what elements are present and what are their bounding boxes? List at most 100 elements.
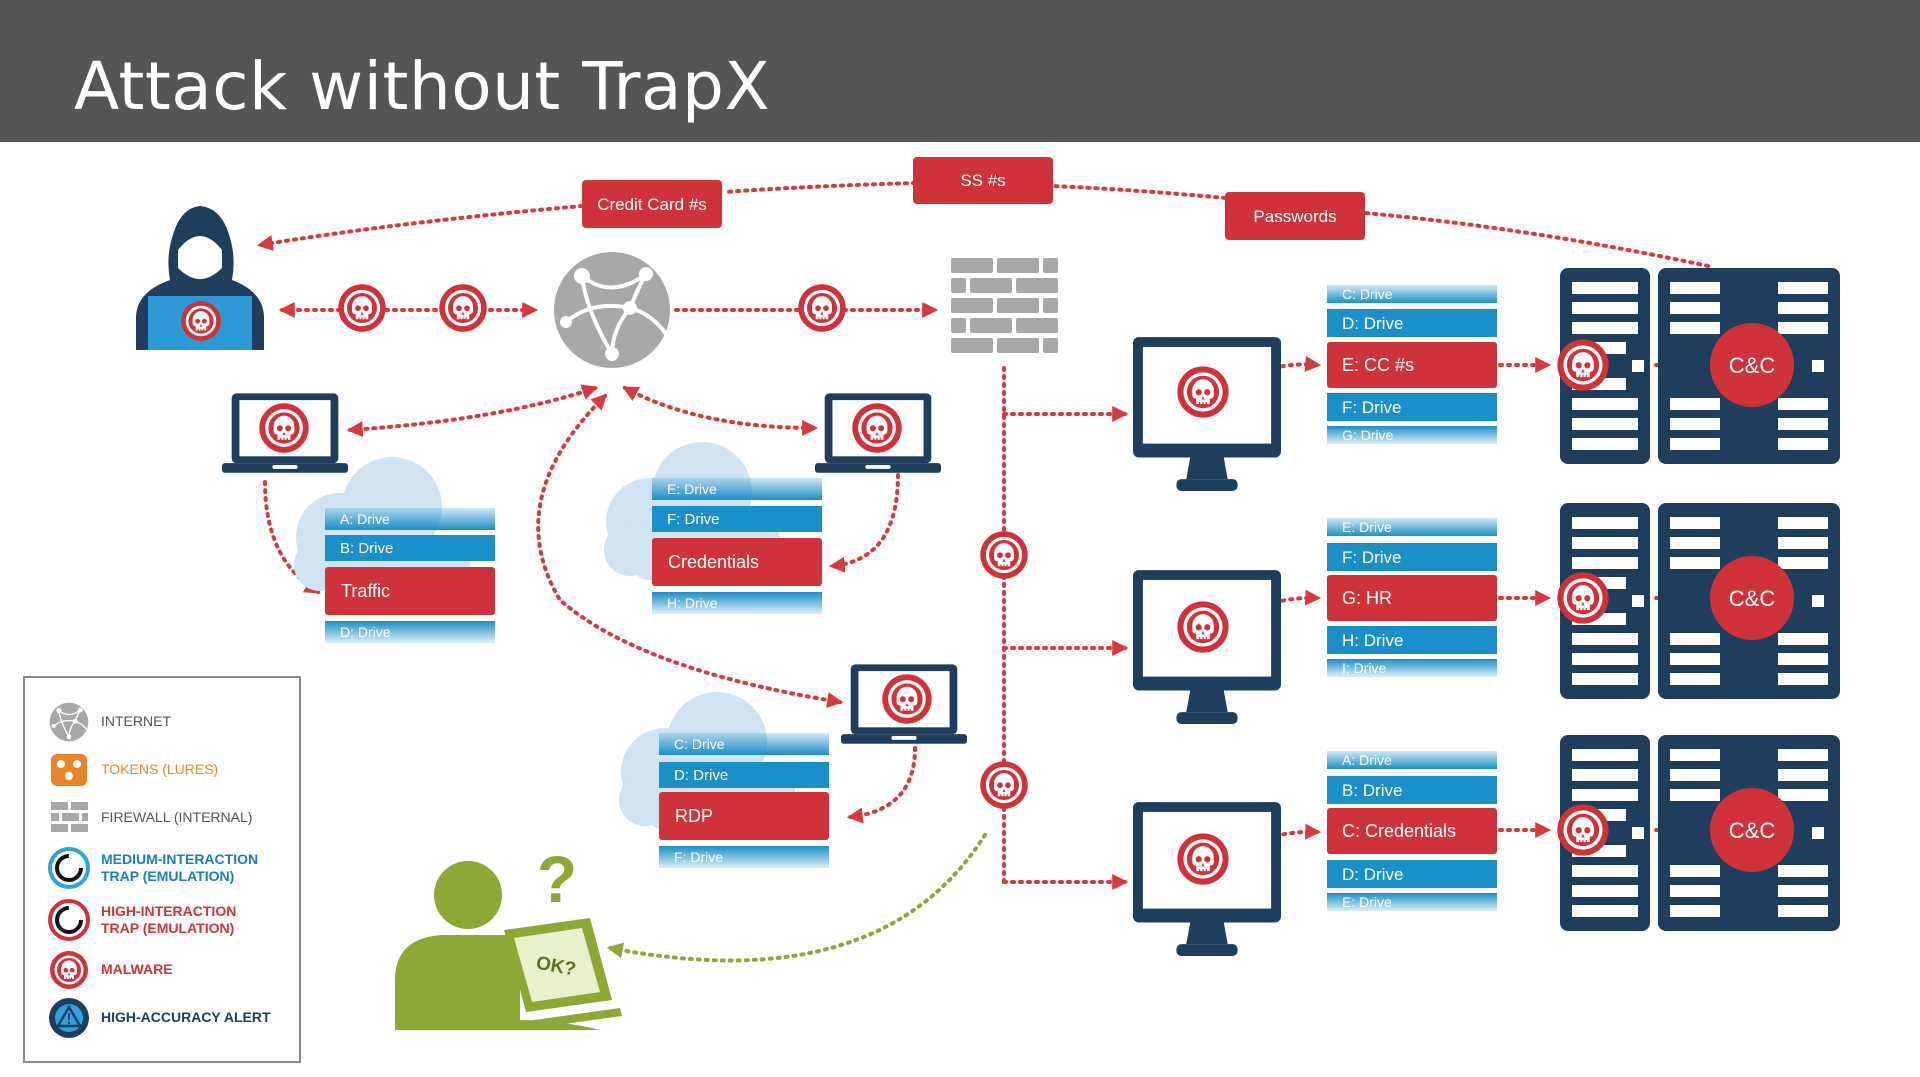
- laptop-2-drives: E: Drive F: Drive Credentials H: Drive: [652, 478, 822, 614]
- laptop-2: [815, 393, 941, 473]
- drive-label: B: Drive: [340, 540, 393, 557]
- tag-passwords: Passwords: [1225, 192, 1365, 240]
- drive-label: F: Drive: [1342, 398, 1402, 417]
- malware-icon: [438, 283, 488, 333]
- legend-item-malware: MALWARE: [25, 946, 295, 994]
- drive-label: H: Drive: [667, 595, 718, 611]
- malware-icon: [337, 283, 387, 333]
- question-mark-icon: ?: [537, 842, 577, 916]
- cnc-label: C&C: [1729, 353, 1776, 378]
- server-rack-1: C&C: [1556, 268, 1840, 464]
- malware-icon: [979, 530, 1029, 580]
- firewall-icon: [951, 258, 1058, 353]
- drive-label: F: Drive: [1342, 548, 1402, 567]
- legend-label: INTERNET: [101, 713, 171, 729]
- title-bar: Attack without TrapX: [0, 0, 1920, 142]
- malware-icon: [881, 673, 933, 725]
- cnc-icon: [1710, 556, 1794, 640]
- drive-label: C: Drive: [674, 736, 725, 752]
- laptop3-data-line: [846, 746, 917, 824]
- cnc-label: C&C: [1729, 586, 1776, 611]
- exfil-line-cnc-pw: [1363, 211, 1710, 268]
- internet-laptop3-line: [536, 393, 844, 708]
- svg-text:Credit Card #s: Credit Card #s: [597, 195, 707, 214]
- drive-label: E: Drive: [1342, 894, 1392, 910]
- cnc-icon: [1710, 788, 1794, 872]
- tag-credit-card: Credit Card #s: [582, 180, 722, 228]
- drive-label: D: Drive: [340, 624, 391, 640]
- drive-label: D: Drive: [1342, 865, 1403, 884]
- exfil-line-ss-cc: [723, 181, 917, 194]
- drive-label: E: CC #s: [1342, 355, 1414, 375]
- laptop-3: [841, 664, 967, 744]
- drive-label: E: Drive: [1342, 519, 1392, 535]
- tag-ss: SS #s: [913, 157, 1053, 204]
- legend-label: HIGH-INTERACTION TRAP (EMULATION): [101, 903, 237, 936]
- server-rack-2: C&C: [1556, 503, 1840, 699]
- token-icon: [51, 754, 87, 786]
- laptop-1: [222, 393, 348, 473]
- malware-icon: [1176, 832, 1230, 886]
- server-rack-3: C&C: [1556, 735, 1840, 931]
- drive-label: F: Drive: [674, 849, 723, 865]
- hacker-icon: [136, 206, 264, 350]
- cnc-label: C&C: [1729, 818, 1776, 843]
- workstation-1: [1133, 337, 1281, 491]
- internet-laptop1-line: [346, 384, 599, 438]
- drive-label: G: Drive: [1342, 427, 1394, 443]
- medium-trap-icon: [48, 847, 90, 889]
- malware-icon: [797, 283, 847, 333]
- drive-label: D: Drive: [674, 767, 728, 784]
- exfil-line-pw-ss: [1051, 184, 1227, 200]
- workstation-2-drives: E: Drive F: Drive G: HR H: Drive I: Driv…: [1327, 518, 1497, 677]
- exfil-line-credit: [256, 204, 584, 251]
- drive-label: A: Drive: [340, 511, 390, 527]
- alert-icon: [49, 998, 89, 1038]
- user-icon: OK? ?: [395, 842, 622, 1030]
- legend-label: TOKENS (LURES): [101, 761, 219, 777]
- laptop-1-drives: A: Drive B: Drive Traffic D: Drive: [325, 508, 495, 643]
- user-prompt-line: [606, 833, 987, 963]
- legend-item-alert: HIGH-ACCURACY ALERT: [25, 994, 295, 1042]
- cnc-icon: [1710, 323, 1794, 407]
- legend-label: HIGH-ACCURACY ALERT: [101, 1009, 271, 1025]
- drive-label: G: HR: [1342, 588, 1392, 608]
- legend-item-high-trap: HIGH-INTERACTION TRAP (EMULATION): [25, 896, 295, 944]
- malware-icon: [1176, 600, 1230, 654]
- workstation-2: [1133, 570, 1281, 724]
- workstation-1-drives: C: Drive D: Drive E: CC #s F: Drive G: D…: [1327, 285, 1497, 444]
- drive-label: I: Drive: [1342, 660, 1387, 676]
- laptop-3-drives: C: Drive D: Drive RDP F: Drive: [659, 733, 829, 868]
- legend-item-medium-trap: MEDIUM-INTERACTION TRAP (EMULATION): [25, 844, 295, 892]
- drive-label: D: Drive: [1342, 314, 1403, 333]
- legend-label: MALWARE: [101, 961, 173, 977]
- malware-icon: [1556, 338, 1610, 392]
- malware-icon: [1556, 803, 1610, 857]
- malware-icon: [258, 402, 310, 454]
- page-title: Attack without TrapX: [74, 48, 771, 125]
- drive-label: C: Credentials: [1342, 821, 1456, 841]
- drive-label: B: Drive: [1342, 781, 1402, 800]
- drive-label: C: Drive: [1342, 286, 1393, 302]
- legend-label: FIREWALL (INTERNAL): [101, 809, 253, 825]
- globe-icon: [49, 702, 89, 742]
- workstation-3: [1133, 802, 1281, 956]
- internet-laptop2-line: [622, 386, 819, 436]
- high-trap-icon: [48, 899, 90, 941]
- drive-label: E: Drive: [667, 481, 717, 497]
- drive-label: H: Drive: [1342, 631, 1403, 650]
- legend-item-internet: INTERNET: [25, 698, 295, 746]
- malware-icon: [979, 760, 1029, 810]
- legend-item-firewall: FIREWALL (INTERNAL): [25, 794, 295, 842]
- malware-icon: [1556, 571, 1610, 625]
- malware-icon: [49, 950, 89, 990]
- svg-text:Passwords: Passwords: [1253, 207, 1336, 226]
- svg-text:SS #s: SS #s: [960, 171, 1005, 190]
- laptop2-data-line: [828, 473, 900, 573]
- legend-item-tokens: TOKENS (LURES): [25, 746, 295, 794]
- drive-label: RDP: [675, 806, 713, 826]
- drive-label: Credentials: [668, 552, 759, 572]
- legend-label: MEDIUM-INTERACTION TRAP (EMULATION): [101, 851, 259, 884]
